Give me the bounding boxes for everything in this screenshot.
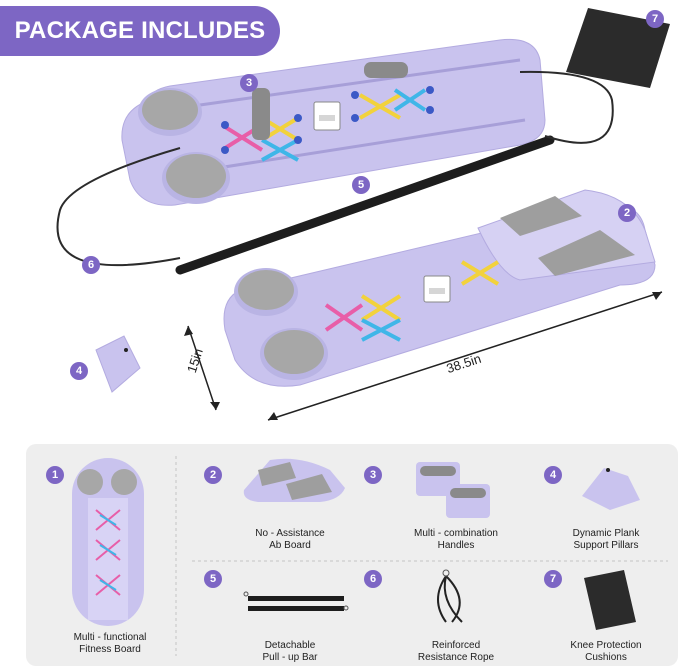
width-dimension-line xyxy=(187,325,217,411)
fitness-board-front xyxy=(223,189,656,387)
callout-badge-2: 2 xyxy=(618,204,636,222)
item-caption-2: No - Assistance Ab Board xyxy=(255,528,325,551)
resistance-rope xyxy=(56,70,614,267)
callout-badge-7: 7 xyxy=(646,10,664,28)
header-title: PACKAGE INCLUDES xyxy=(14,17,266,44)
callout-badge-5: 5 xyxy=(352,176,370,194)
item-caption-7: Knee Protection Cushions xyxy=(570,640,642,663)
item-badge-6: 6 xyxy=(364,570,382,588)
pull-up-bar xyxy=(175,135,555,275)
package-includes-header: PACKAGE INCLUDES xyxy=(0,6,280,56)
item-badge-2: 2 xyxy=(204,466,222,484)
product-illustration xyxy=(56,8,670,421)
item-badge-5: 5 xyxy=(204,570,222,588)
item-caption-1: Multi - functional Fitness Board xyxy=(73,632,147,655)
item-caption-5: Detachable Pull - up Bar xyxy=(262,640,318,663)
callout-badge-4: 4 xyxy=(70,362,88,380)
item-caption-4: Dynamic Plank Support Pillars xyxy=(572,528,640,551)
item-badge-3: 3 xyxy=(364,466,382,484)
callout-badge-3: 3 xyxy=(240,74,258,92)
length-dimension-line xyxy=(267,291,663,421)
item-badge-7: 7 xyxy=(544,570,562,588)
fitness-board-back xyxy=(121,38,546,206)
callout-badge-6: 6 xyxy=(82,256,100,274)
item-badge-1: 1 xyxy=(46,466,64,484)
item-caption-6: Reinforced Resistance Rope xyxy=(417,640,495,663)
plank-pillar-image xyxy=(95,335,141,393)
item-caption-3: Multi - combination Handles xyxy=(414,528,498,551)
knee-cushion-image xyxy=(566,8,670,88)
item-badge-4: 4 xyxy=(544,466,562,484)
